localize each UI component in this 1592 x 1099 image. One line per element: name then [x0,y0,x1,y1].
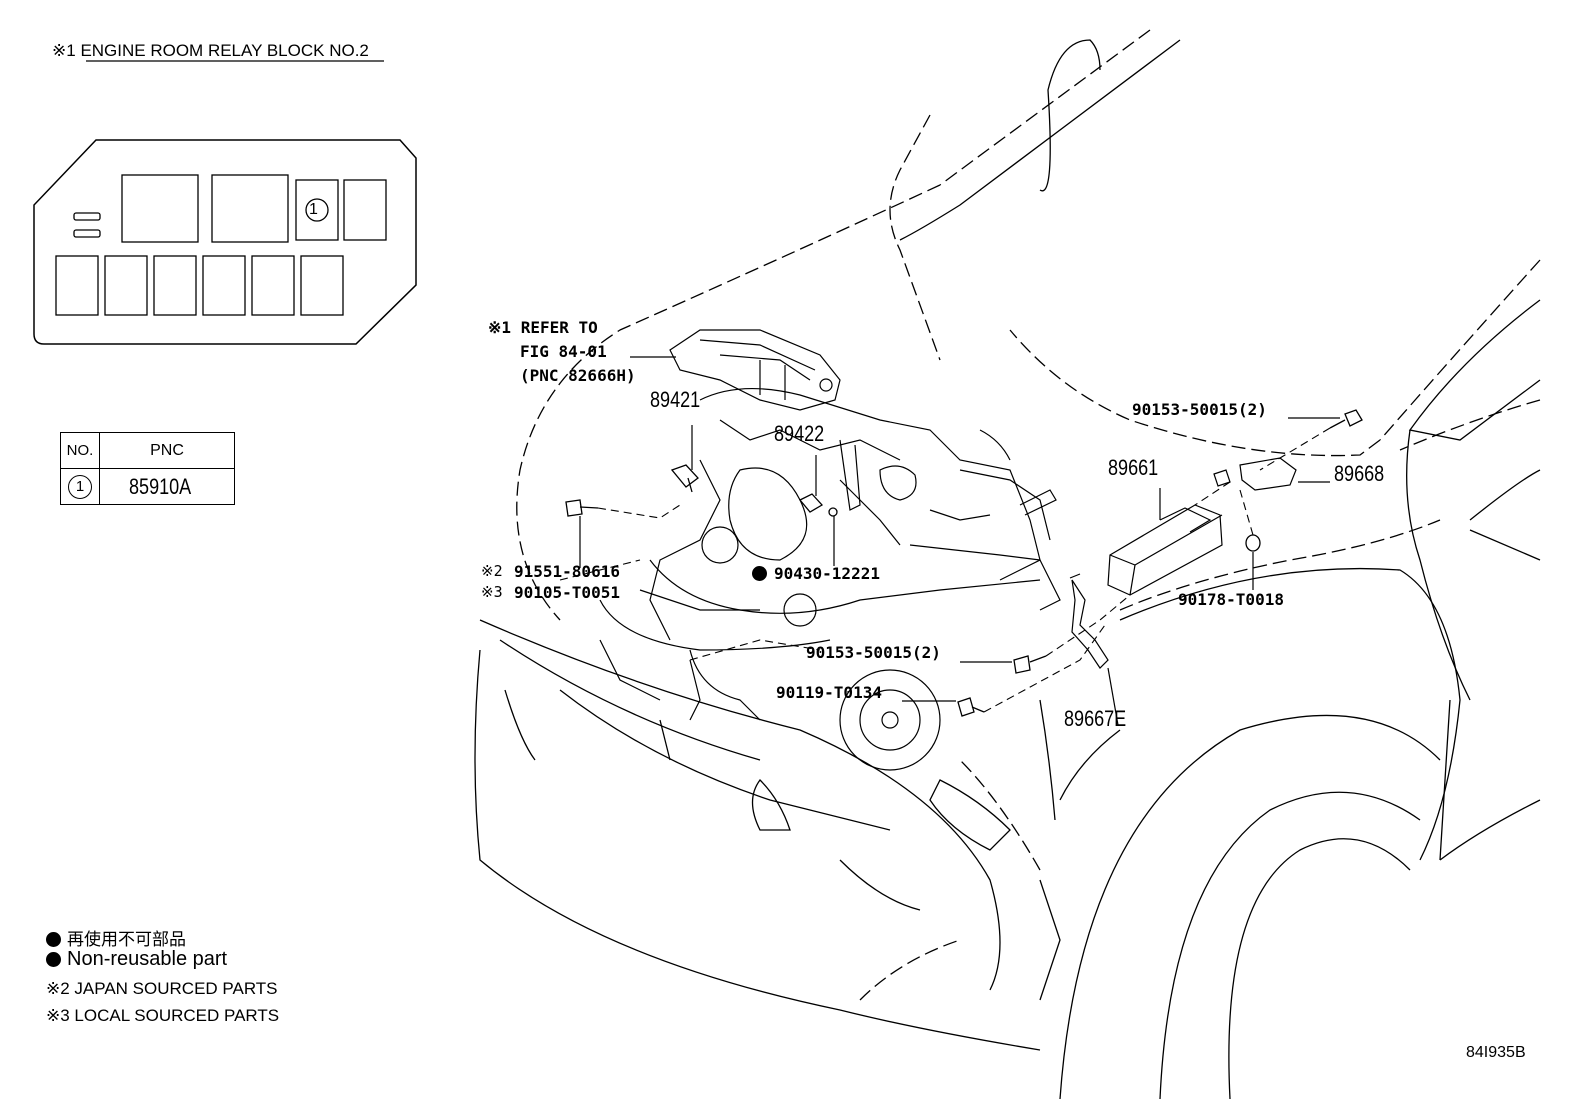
sensor-89421 [670,464,699,493]
part-label-89667E: 89667E [1064,706,1127,731]
sensor-89422 [798,493,824,513]
relay-block-title-text: ENGINE ROOM RELAY BLOCK NO.2 [80,41,369,60]
refer-note-line2: FIG 84-01 [520,342,607,361]
part-label-89668: 89668 [1334,461,1385,486]
part-label-91551-80616: 91551-80616 [514,562,620,581]
bracket-89668 [1213,457,1297,491]
relay-callout-number: 1 [309,201,318,218]
bolt-91551 [565,499,599,517]
part-label-90119-T0134: 90119-T0134 [776,683,882,702]
nut-90178 [1245,534,1261,552]
vehicle-body-solid [474,39,1541,1099]
part-label-89422: 89422 [774,421,825,446]
part-label-89661: 89661 [1108,455,1159,480]
pnc-header-no: NO. [60,432,100,469]
refer-note-marker: ※1 [488,318,512,337]
legend-non-reusable-jp: 再使用不可部品 [46,925,186,950]
pnc-row-pnc: 85910A [99,468,235,505]
pnc-table-header: NO. PNC [60,432,235,469]
pnc-row-no-circle: 1 [68,474,92,499]
legend-note-japan-sourced: ※2 JAPAN SOURCED PARTS [46,979,278,998]
relay-block-marker: ※1 [52,41,76,60]
leader-lines [579,356,1340,726]
pnc-row-pnc-text: 85910A [129,473,192,499]
ecu-89661 [1107,504,1223,596]
pnc-row-no: 1 [60,468,100,505]
non-reusable-dot-icon [46,952,61,967]
part-label-90430-12221: 90430-12221 [774,564,880,583]
legend-non-reusable-jp-text: 再使用不可部品 [67,930,186,949]
refer-note-line1: ※1 REFER TO [488,320,598,336]
figure-code: 84I935B [1466,1044,1526,1061]
part-label-90153-50015-top: 90153-50015(2) [1132,400,1267,419]
washer-90430 [828,507,838,517]
bolt-90153-mid [1013,655,1047,674]
bracket-89667E [1069,573,1109,669]
pnc-header-pnc: PNC [99,432,235,469]
table-row: 1 85910A [60,468,235,505]
engine-bay-drawing [599,387,1061,771]
vehicle-body-outline [516,29,1541,1001]
assembly-lines [559,427,1331,713]
part-label-90105-T0051: 90105-T0051 [514,583,620,602]
bolt-90153-top [1329,409,1363,429]
non-reusable-dot-icon [752,565,773,582]
part-label-89421: 89421 [650,387,701,412]
pnc-table: NO. PNC 1 85910A [60,432,235,505]
relay-block-drawing [33,139,417,345]
legend-non-reusable-en: Non-reusable part [46,948,227,971]
part-label-90105-marker: ※3 [481,583,503,601]
part-label-91551-marker: ※2 [481,562,503,580]
relay-block-title: ※1 ENGINE ROOM RELAY BLOCK NO.2 [52,42,369,59]
refer-note-text-1: REFER TO [520,318,598,337]
bolt-90119 [957,697,985,717]
legend-note-local-sourced: ※3 LOCAL SOURCED PARTS [46,1006,280,1025]
relay-housing-part [669,329,841,411]
refer-note-line3: (PNC 82666H) [520,366,636,385]
part-label-90153-50015-mid: 90153-50015(2) [806,643,941,662]
legend-non-reusable-en-text: Non-reusable part [67,948,228,970]
non-reusable-dot-icon [46,932,61,947]
part-label-90178-T0018: 90178-T0018 [1178,590,1284,609]
